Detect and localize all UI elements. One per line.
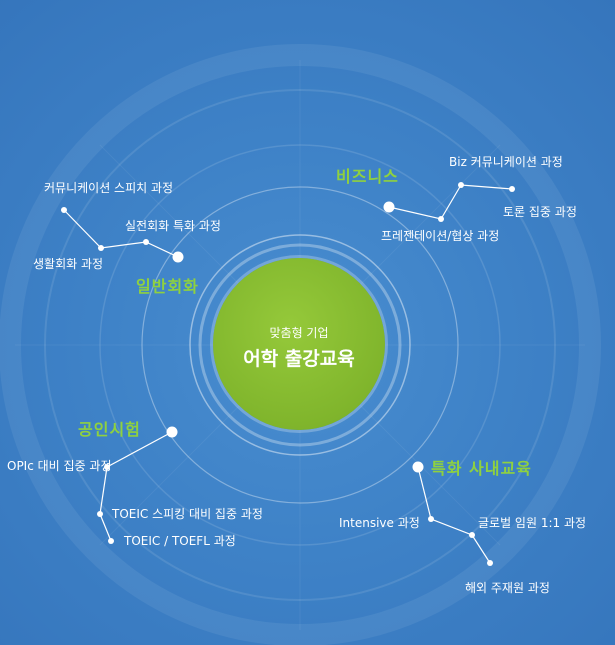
orbit-ring — [141, 186, 459, 504]
business-node — [438, 216, 444, 222]
certification-node — [97, 511, 103, 517]
business-node — [509, 186, 515, 192]
course-label: 토론 집중 과정 — [503, 205, 577, 219]
certification-node — [108, 538, 114, 544]
course-label: 프레젠테이션/협상 과정 — [381, 229, 500, 243]
course-label: 실전회화 특화 과정 — [125, 219, 221, 233]
business-connector — [388, 184, 513, 220]
general-main-node — [172, 251, 184, 263]
certification-connector — [99, 431, 173, 542]
special-connector — [417, 466, 491, 564]
course-label: 커뮤니케이션 스피치 과정 — [44, 181, 174, 195]
course-label: 글로벌 임원 1:1 과정 — [478, 516, 587, 530]
special-node — [469, 532, 475, 538]
special-node — [428, 516, 434, 522]
connector-lines — [63, 184, 513, 564]
outer-ring — [0, 44, 601, 645]
ring-3 — [99, 144, 501, 546]
center-title: 어학 출강교육 — [243, 348, 355, 370]
center-circle: 맞춤형 기업 어학 출강교육 — [213, 258, 385, 430]
certification-node — [104, 464, 110, 470]
course-label: OPIc 대비 집중 과정 — [7, 459, 112, 473]
category-general-title: 일반회화 — [136, 277, 199, 296]
general-node — [61, 207, 67, 213]
ring-2 — [44, 89, 556, 601]
special-node — [487, 560, 493, 566]
general-connector — [63, 209, 179, 258]
inner-ring-1 — [189, 234, 411, 456]
course-label: TOEIC 스피킹 대비 집중 과정 — [112, 507, 263, 521]
special-main-node — [412, 461, 424, 473]
business-main-node — [383, 201, 395, 213]
course-label: 해외 주재원 과정 — [465, 581, 550, 595]
category-certification-title: 공인시험 — [78, 420, 141, 439]
business-node — [458, 182, 464, 188]
inner-ring-2 — [198, 243, 402, 447]
course-label: 생활회화 과정 — [33, 257, 104, 271]
course-label: Intensive 과정 — [339, 516, 420, 530]
general-node — [143, 239, 149, 245]
general-node — [98, 245, 104, 251]
category-business-title: 비즈니스 — [336, 167, 399, 186]
certification-main-node — [166, 426, 178, 438]
course-label: TOEIC / TOEFL 과정 — [124, 534, 236, 548]
course-label: Biz 커뮤니케이션 과정 — [449, 155, 563, 169]
center-subtitle: 맞춤형 기업 — [269, 326, 329, 340]
nodes — [61, 182, 515, 566]
category-special-title: 특화 사내교육 — [431, 459, 532, 478]
